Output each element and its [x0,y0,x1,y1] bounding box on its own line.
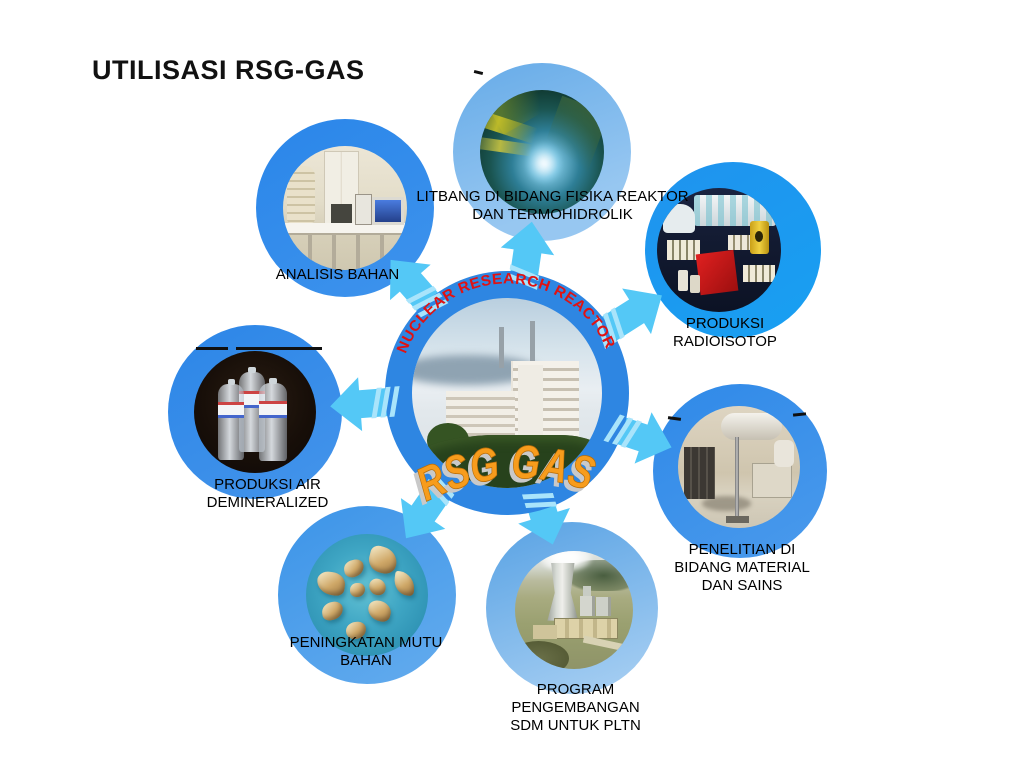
label-line: PRODUKSI AIR [214,476,321,493]
plant-building [532,625,558,640]
core-glow [524,142,562,185]
vial-rack [727,235,755,250]
label-penelitian-material-sains: PENELITIAN DI BIDANG MATERIAL DAN SAINS [658,541,826,595]
lab-vessel [286,165,316,223]
label-line: ANALISIS BAHAN [275,266,400,283]
reactor-building-tower [518,364,544,445]
computer-tower [354,194,372,225]
label-produksi-air-demineralized: PRODUKSI AIR DEMINERALIZED [190,476,345,512]
equipment-box [752,463,793,499]
node-peningkatan-mutu-bahan [278,506,456,684]
vial [690,274,701,294]
photo-shape [725,515,749,524]
label-line: RADIOISOTOP [673,333,777,350]
photo-water-bottles [194,351,316,473]
chimney-stack [529,320,536,369]
photo-reactor-building [412,298,602,488]
vial [678,269,688,291]
water-bottle [218,379,244,460]
instrument-stand [735,436,739,522]
photo-materials-analysis-lab [283,146,407,270]
photo-radioisotope-products [657,188,781,312]
dark-test-rig [684,447,715,499]
plant-building [596,597,611,616]
water-bottle [258,378,287,461]
label-line: LITBANG DI BIDANG FISIKA REAKTOR [416,188,689,205]
instrument-cylinder [720,413,782,441]
lab-bench [283,222,407,233]
photo-shape [774,440,794,467]
label-analisis-bahan: ANALISIS BAHAN [255,266,420,284]
dispensing-machine [694,195,777,227]
gemstone [349,582,365,598]
label-line: DAN TERMOHIDROLIK [472,206,633,223]
bottle-cap [227,379,235,386]
node-penelitian-material-sains [653,384,827,558]
plant-building [579,595,596,616]
node-program-sdm-pltn [486,522,658,694]
photo-shape [287,234,403,270]
label-line: BAHAN [340,652,392,669]
bottle-cap [248,366,256,374]
photo-edge-artifact [196,347,228,350]
node-produksi-radioisotop [645,162,821,338]
computer-monitor [372,196,405,226]
vial-rack [666,240,701,260]
bottle-cap [268,378,277,385]
radiation-canister [750,221,769,254]
node-analisis-bahan [256,119,434,297]
photo-shape [702,496,752,511]
arrow-to-air-demineralized [330,377,404,432]
label-line: BIDANG MATERIAL [674,559,810,576]
bottle-label [218,402,244,418]
label-line: PENGEMBANGAN [511,699,640,716]
vial-rack [742,264,775,283]
label-line: PROGRAM [536,681,615,698]
label-program-sdm-pltn: PROGRAM PENGEMBANGAN SDM UNTUK PLTN [498,681,653,735]
label-line: SDM UNTUK PLTN [510,717,641,734]
wordart-rsg-gas: RSG GAS RSG GAS [404,434,601,514]
label-litbang-fisika-reaktor: LITBANG DI BIDANG FISIKA REAKTOR DAN TER… [415,188,690,224]
label-produksi-radioisotop: PRODUKSI RADIOISOTOP [650,315,800,351]
photo-reactor-core [480,90,604,214]
photo-materials-research-rig [678,406,800,528]
photo-nuclear-power-plant [515,551,633,669]
label-line: PENINGKATAN MUTU [289,634,443,651]
label-line: PENELITIAN DI [688,541,796,558]
chimney-stack [499,326,505,369]
photo-edge-artifact [236,347,322,350]
node-central-rsg-gas [385,271,629,515]
lab-instrument [331,204,353,223]
trees [412,434,602,488]
node-produksi-air-demineralized [168,325,342,499]
label-line: DEMINERALIZED [206,494,329,511]
arc-text-nuclear-research-reactor: NUCLEAR RESEARCH REACTOR [394,270,619,355]
bottle-label [239,391,265,408]
label-line: PRODUKSI [685,315,765,332]
bottle-label [258,401,287,418]
node-litbang-fisika-reaktor [453,63,631,241]
arrow-ticks [371,264,642,508]
label-line: DAN SAINS [701,577,783,594]
photo-shape [663,204,696,233]
photo-shape [515,640,570,669]
photo-shape [755,231,764,243]
label-peningkatan-mutu-bahan: PENINGKATAN MUTU BAHAN [280,634,452,670]
photo-gemstones [306,534,428,656]
slide-title: UTILISASI RSG-GAS [92,55,365,85]
